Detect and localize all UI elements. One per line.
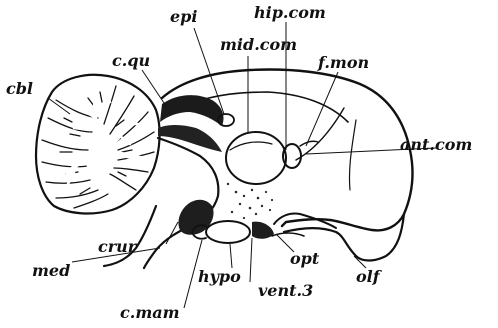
label-c-qu: c.qu xyxy=(112,51,150,70)
label-ant-com: ant.com xyxy=(400,135,472,154)
label-hip-com: hip.com xyxy=(254,3,326,22)
label-epi: epi xyxy=(170,7,197,26)
label-hypo: hypo xyxy=(198,267,241,286)
label-crur: crur xyxy=(98,237,138,256)
label-c-mam: c.mam xyxy=(120,303,180,322)
cerebellum xyxy=(36,75,160,214)
label-opt: opt xyxy=(290,249,320,268)
label-mid-com: mid.com xyxy=(220,35,297,54)
label-olf: olf xyxy=(356,267,383,286)
label-vent-3: vent.3 xyxy=(258,281,313,300)
label-cbl: cbl xyxy=(6,79,33,98)
third-ventricle-region xyxy=(227,183,273,219)
corpora-quadrigemina xyxy=(158,95,224,152)
middle-commissure xyxy=(226,132,286,184)
anterior-commissure xyxy=(283,141,318,168)
label-f-mon: f.mon xyxy=(317,53,369,72)
label-med: med xyxy=(32,261,70,280)
